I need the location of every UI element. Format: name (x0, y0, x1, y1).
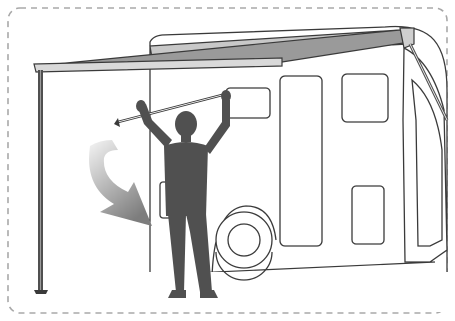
support-leg-foot (34, 290, 48, 294)
window-mid (342, 74, 388, 122)
window-rear (226, 88, 270, 118)
wheel-rim (228, 224, 260, 256)
motorhome-door (280, 76, 322, 246)
service-hatch (352, 186, 384, 244)
curved-down-arrow-icon (89, 140, 152, 226)
